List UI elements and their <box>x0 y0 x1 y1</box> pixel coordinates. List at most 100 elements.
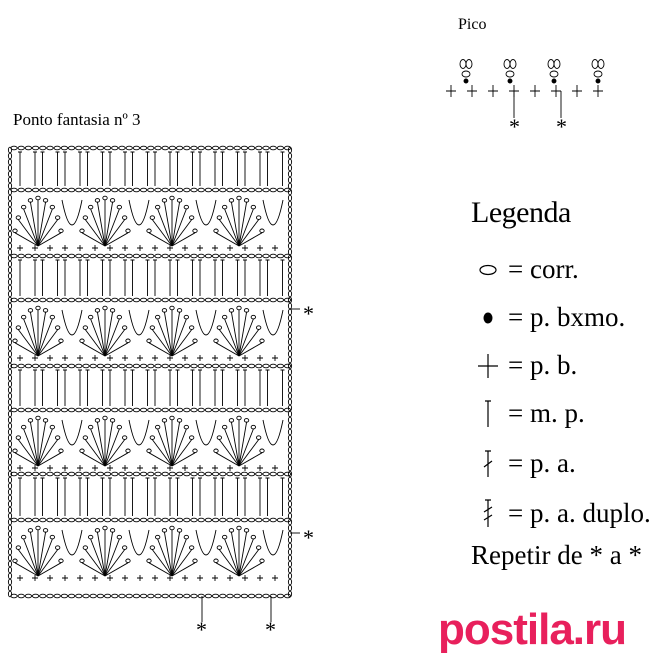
chain-stitch <box>7 146 13 154</box>
chain-stitch <box>287 164 293 172</box>
chain-stitch <box>287 416 293 424</box>
chain-stitch <box>46 145 54 151</box>
chain-stitch <box>204 253 213 259</box>
chain-stitch <box>111 471 119 477</box>
chain-stitch <box>75 471 83 477</box>
shell-post <box>171 538 187 577</box>
single-crochet <box>32 465 38 471</box>
shell-post <box>17 329 39 357</box>
chain-stitch <box>197 145 205 151</box>
chain-stitch <box>211 253 220 259</box>
postila-logo-icon[interactable]: postila.ru <box>438 605 627 655</box>
single-crochet <box>62 355 68 361</box>
chain-stitch <box>287 284 293 292</box>
stitch-post <box>108 369 112 406</box>
chain-stitch <box>233 253 241 259</box>
stitch-post <box>220 477 225 516</box>
chain-stitch <box>211 471 220 477</box>
chain-stitch <box>553 59 561 69</box>
chain-stitch <box>82 325 88 330</box>
repeat-star: * <box>196 617 207 642</box>
chain-stitch <box>55 325 61 330</box>
single-crochet <box>212 245 218 251</box>
chain-stitch <box>7 572 13 580</box>
shell-post <box>157 208 173 247</box>
chain-stitch <box>183 363 191 369</box>
stitch-post <box>280 369 285 406</box>
chain-stitch <box>287 260 293 268</box>
single-crochet <box>182 465 188 471</box>
chain-stitch <box>139 593 148 599</box>
chain-stitch <box>154 253 162 259</box>
chain-stitch <box>7 350 13 358</box>
chain-stitch <box>190 253 198 259</box>
single-crochet <box>182 355 188 361</box>
chain-stitch <box>94 528 101 533</box>
chain-stitch <box>7 206 13 214</box>
shell-post <box>238 342 263 357</box>
chain-stitch <box>211 407 220 413</box>
chain-stitch <box>211 187 220 193</box>
chain-stitch <box>204 471 213 477</box>
single-crochet <box>212 465 218 471</box>
single-crochet <box>167 575 173 581</box>
chain-stitch <box>240 517 249 523</box>
chain-stitch <box>75 407 83 413</box>
single-crochet <box>257 575 263 581</box>
single-crochet <box>107 245 113 251</box>
double-crochet-icon <box>476 448 500 478</box>
chain-stitch <box>103 253 112 259</box>
chain-stitch <box>31 253 40 259</box>
chain-stitch <box>7 290 13 298</box>
chain-stitch <box>276 593 285 599</box>
chain-stitch <box>276 187 285 193</box>
chain-stitch <box>147 145 155 151</box>
chain-stitch <box>147 471 155 477</box>
chain-stitch <box>259 558 265 564</box>
chain-stitch <box>176 418 183 423</box>
chain-stitch <box>15 435 21 440</box>
chain-stitch <box>262 187 270 193</box>
chain-stitch <box>226 297 234 303</box>
shell-post <box>90 318 106 357</box>
shell-post <box>104 422 113 467</box>
stitch-post <box>198 477 202 516</box>
chain-stitch <box>60 363 69 369</box>
stitch-post <box>175 259 180 296</box>
repeat-star: * <box>509 114 520 139</box>
stitch-post <box>100 259 105 296</box>
chain-stitch <box>192 228 198 234</box>
chain-stitch <box>7 314 13 322</box>
stitch-post <box>175 477 180 516</box>
chain-stitch <box>240 471 249 477</box>
chain-stitch <box>255 471 263 477</box>
single-crochet <box>167 465 173 471</box>
single-crochet <box>77 355 83 361</box>
shell-post <box>37 428 53 467</box>
shell-post <box>37 342 62 357</box>
chain-stitch <box>168 407 177 413</box>
chain-arch <box>61 529 83 556</box>
stitch-post <box>213 369 217 406</box>
legend-item-chain: = corr. <box>476 254 579 284</box>
chain-stitch <box>216 545 222 550</box>
chain-stitch <box>109 308 116 313</box>
chain-stitch <box>226 253 234 259</box>
chain-stitch <box>7 248 13 256</box>
chain-stitch <box>79 338 85 344</box>
stitch-post <box>130 477 135 516</box>
chain-stitch <box>7 404 13 412</box>
chain-stitch <box>189 435 195 440</box>
chain-stitch <box>233 145 241 151</box>
chain-stitch <box>287 176 293 184</box>
single-crochet <box>122 355 128 361</box>
chain-stitch <box>287 578 293 586</box>
chain-stitch <box>21 534 27 540</box>
chain-stitch <box>287 566 293 574</box>
chain-stitch <box>88 534 94 540</box>
stitch-post <box>190 477 195 516</box>
shell-post <box>157 318 173 357</box>
single-crochet <box>92 575 98 581</box>
shell-post <box>171 312 180 357</box>
single-crochet <box>107 465 113 471</box>
